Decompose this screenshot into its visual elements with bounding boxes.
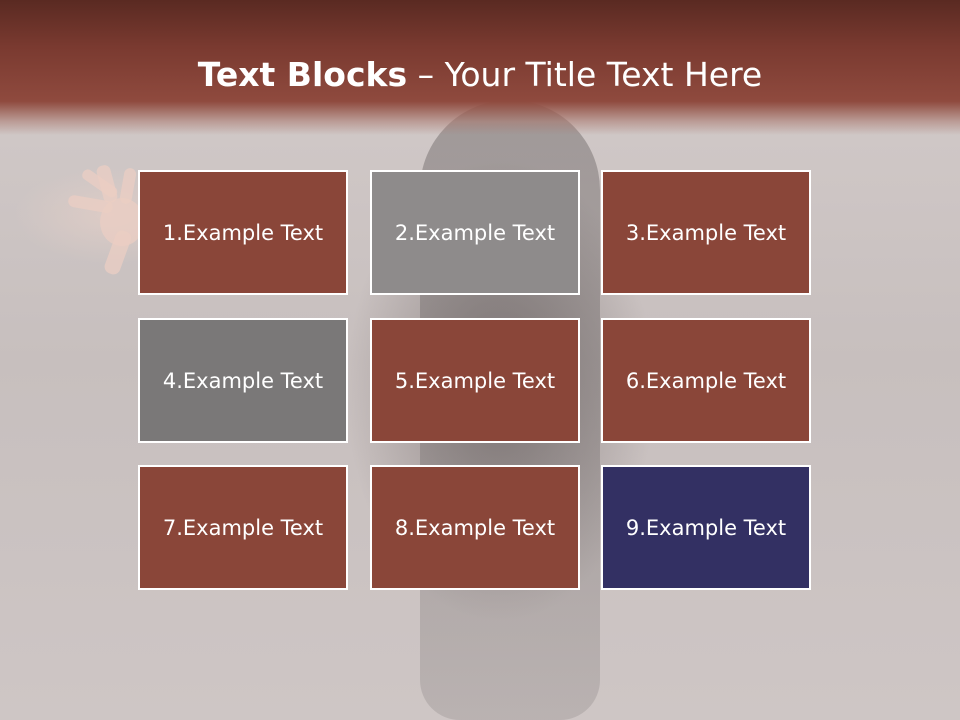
text-block-5[interactable]: 5.Example Text [370,318,580,443]
title-separator: – [417,55,435,94]
text-block-grid: 1.Example Text 2.Example Text 3.Example … [138,170,816,594]
text-block-4[interactable]: 4.Example Text [138,318,348,443]
text-block-label: 2.Example Text [394,220,556,245]
text-block-3[interactable]: 3.Example Text [601,170,811,295]
text-block-label: 8.Example Text [394,515,556,540]
title-rest: Your Title Text Here [444,55,763,94]
text-block-9[interactable]: 9.Example Text [601,465,811,590]
text-block-label: 3.Example Text [625,220,787,245]
text-block-label: 6.Example Text [625,368,787,393]
text-block-6[interactable]: 6.Example Text [601,318,811,443]
text-block-8[interactable]: 8.Example Text [370,465,580,590]
text-block-label: 1.Example Text [162,220,324,245]
text-block-label: 9.Example Text [625,515,787,540]
text-block-1[interactable]: 1.Example Text [138,170,348,295]
title-banner [0,0,960,135]
page-title: Text Blocks – Your Title Text Here [0,55,960,95]
text-block-label: 4.Example Text [162,368,324,393]
text-block-7[interactable]: 7.Example Text [138,465,348,590]
text-block-2[interactable]: 2.Example Text [370,170,580,295]
text-block-label: 5.Example Text [394,368,556,393]
text-block-label: 7.Example Text [162,515,324,540]
hand-image [68,165,144,275]
title-bold: Text Blocks [197,55,408,94]
